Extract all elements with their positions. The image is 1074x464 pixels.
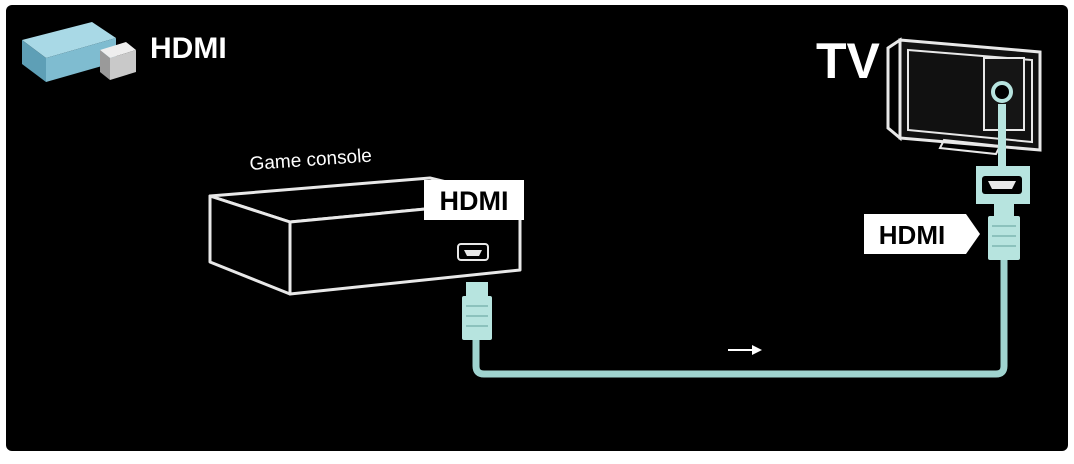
tv-port-label: HDMI — [864, 214, 980, 254]
header-title: HDMI — [150, 32, 227, 65]
console-cable-plug — [462, 282, 492, 340]
tv-label: TV — [816, 33, 881, 89]
hdmi-cable — [472, 104, 1008, 378]
game-console-icon — [208, 176, 522, 296]
console-port-label-text: HDMI — [440, 186, 509, 216]
tv-icon — [886, 37, 1042, 156]
hdmi-plug-icon — [22, 22, 136, 82]
diagram-background — [6, 5, 1068, 451]
arrow-right-icon — [728, 345, 762, 355]
console-port-label: HDMI — [424, 180, 524, 220]
tv-hdmi-port — [976, 166, 1030, 204]
console-hdmi-port — [457, 243, 489, 261]
tv-cable-plug — [988, 204, 1020, 260]
tv-port-label-text: HDMI — [879, 220, 945, 250]
